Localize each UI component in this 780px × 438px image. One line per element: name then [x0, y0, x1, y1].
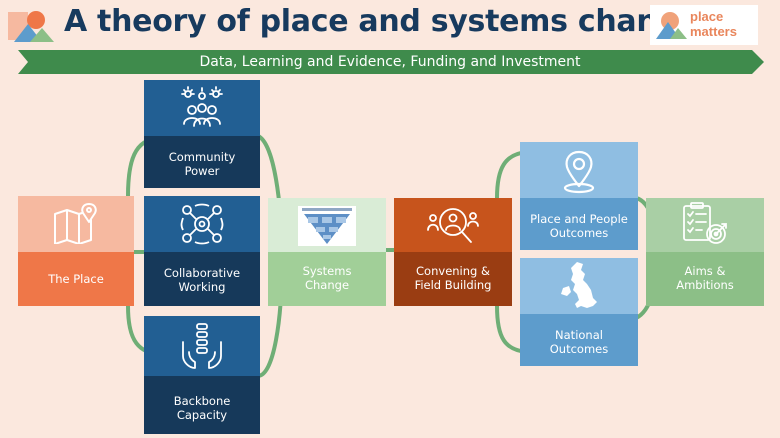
node-collaborative-working: Collaborative Working — [144, 196, 260, 306]
node-aims-ambitions: Aims & Ambitions — [646, 198, 764, 306]
inverted-pyramid-diagram-icon — [298, 206, 356, 246]
map-pin-icon — [54, 203, 97, 244]
node-the-place: The Place — [18, 196, 134, 306]
node-label: Collaborative Working — [163, 266, 241, 294]
gears-network-icon — [180, 203, 224, 245]
node-systems-change: Systems Change — [268, 198, 386, 306]
place-matters-logo: place matters — [650, 5, 758, 45]
node-label: Place and People Outcomes — [530, 212, 628, 240]
node-community-power: Community Power — [144, 80, 260, 188]
place-matters-logo-icon — [8, 11, 54, 42]
checklist-target-icon — [683, 202, 727, 244]
logo-mark-icon — [656, 12, 687, 39]
node-label: National Outcomes — [549, 328, 609, 356]
logo-text: place matters — [690, 9, 737, 39]
node-place-people-outcomes: Place and People Outcomes — [520, 142, 638, 250]
node-label: Convening & Field Building — [414, 264, 492, 292]
page-title: A theory of place and systems change — [64, 4, 699, 39]
people-group-icon — [181, 86, 223, 127]
node-label: Aims & Ambitions — [676, 264, 734, 292]
node-label: Systems Change — [302, 264, 352, 292]
node-national-outcomes: National Outcomes — [520, 258, 638, 366]
banner-text: Data, Learning and Evidence, Funding and… — [199, 54, 581, 70]
node-convening-field-building: Convening & Field Building — [394, 198, 512, 306]
node-label: Backbone Capacity — [173, 394, 231, 422]
location-pin-icon — [563, 150, 595, 194]
node-label: The Place — [48, 272, 104, 286]
hands-holding-spine-icon — [182, 323, 222, 369]
magnifier-people-icon — [427, 208, 479, 243]
node-label: Community Power — [168, 150, 236, 178]
banner-arrow — [18, 50, 764, 74]
node-backbone-capacity: Backbone Capacity — [144, 316, 260, 434]
uk-map-icon — [561, 262, 597, 308]
